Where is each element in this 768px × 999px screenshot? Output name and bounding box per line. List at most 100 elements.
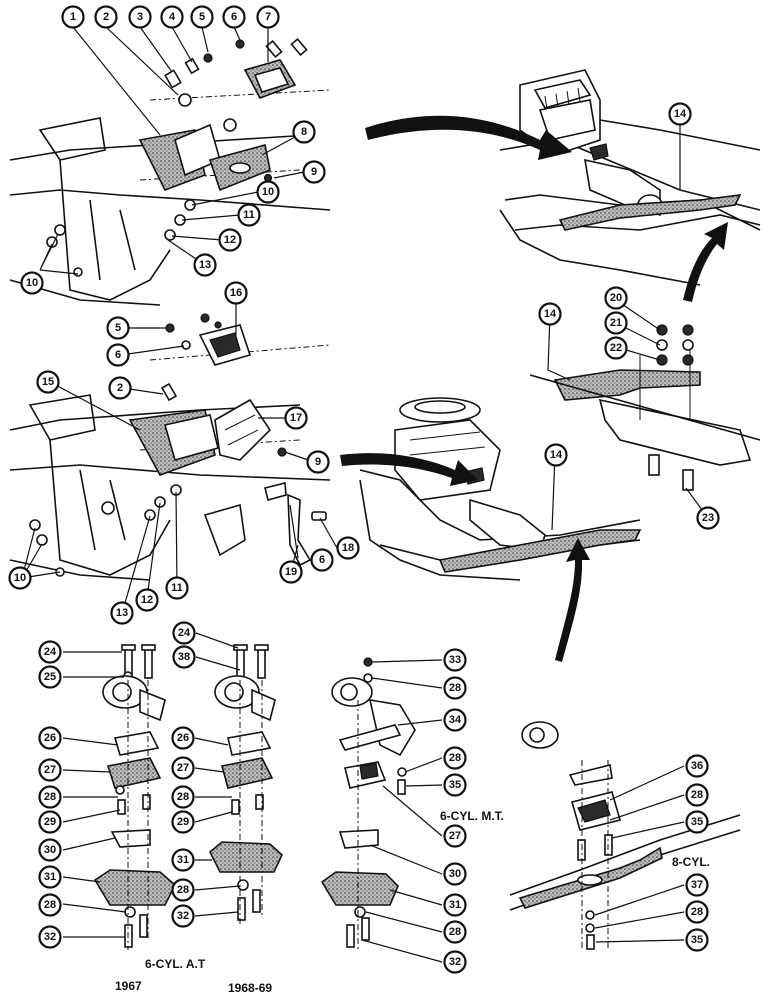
- svg-text:21: 21: [610, 317, 622, 329]
- callout-35-c: 35: [443, 773, 467, 797]
- svg-text:2: 2: [117, 382, 123, 394]
- callout-32-b: 32: [171, 904, 195, 928]
- callout-20: 20: [604, 286, 628, 310]
- svg-text:6: 6: [319, 554, 325, 566]
- svg-text:14: 14: [550, 449, 563, 461]
- svg-text:31: 31: [449, 899, 461, 911]
- callout-9: 9: [302, 160, 326, 184]
- callout-32-a: 32: [38, 925, 62, 949]
- callout-21: 21: [604, 311, 628, 335]
- callout-5: 5: [190, 5, 214, 29]
- callout-10: 10: [256, 180, 280, 204]
- svg-text:28: 28: [177, 791, 189, 803]
- label-1967: 1967: [115, 979, 142, 993]
- svg-text:28: 28: [449, 752, 461, 764]
- svg-text:12: 12: [141, 594, 153, 606]
- label-6-cyl-at: 6-CYL. A.T: [145, 957, 206, 971]
- callout-17: 17: [284, 406, 308, 430]
- svg-text:8: 8: [301, 126, 307, 138]
- callout-26-b: 26: [171, 726, 195, 750]
- callout-10-mid: 10: [8, 566, 32, 590]
- callout-35-d2: 35: [685, 928, 709, 952]
- callout-26-a: 26: [38, 726, 62, 750]
- callout-31-a: 31: [38, 865, 62, 889]
- callout-18: 18: [336, 536, 360, 560]
- callout-15: 15: [36, 370, 60, 394]
- svg-text:4: 4: [169, 11, 176, 23]
- callout-13-mid: 13: [110, 601, 134, 625]
- top-left-frame-assembly: [9, 37, 331, 306]
- callout-28-a2: 28: [38, 893, 62, 917]
- label-1968-69: 1968-69: [228, 981, 272, 995]
- callout-11: 11: [237, 203, 261, 227]
- svg-text:35: 35: [691, 934, 703, 946]
- callout-24-a: 24: [38, 640, 62, 664]
- svg-text:25: 25: [44, 671, 56, 683]
- svg-text:28: 28: [177, 884, 189, 896]
- svg-text:6: 6: [115, 349, 121, 361]
- callout-6-lower: 6: [310, 548, 334, 572]
- svg-text:35: 35: [691, 816, 703, 828]
- callout-8: 8: [292, 120, 316, 144]
- callout-19: 19: [279, 560, 303, 584]
- callout-25-a: 25: [38, 665, 62, 689]
- svg-text:26: 26: [177, 732, 189, 744]
- callout-9-mid: 9: [306, 450, 330, 474]
- svg-text:11: 11: [243, 209, 255, 221]
- callout-6-mid: 6: [106, 343, 130, 367]
- svg-text:23: 23: [702, 512, 714, 524]
- svg-text:30: 30: [44, 844, 56, 856]
- stack-1968-69-6cyl-at: [209, 644, 283, 925]
- svg-text:33: 33: [449, 654, 461, 666]
- callout-14-detail: 14: [538, 302, 562, 326]
- direction-arrows: [340, 115, 728, 662]
- svg-text:27: 27: [177, 762, 189, 774]
- callout-27-a: 27: [38, 758, 62, 782]
- svg-text:14: 14: [544, 308, 557, 320]
- callout-38-b: 38: [172, 645, 196, 669]
- svg-text:31: 31: [44, 871, 56, 883]
- callout-28-b: 28: [171, 785, 195, 809]
- label-8-cyl: 8-CYL.: [672, 855, 710, 869]
- svg-text:19: 19: [285, 566, 297, 578]
- svg-text:10: 10: [26, 277, 38, 289]
- top-right-engine-view: [499, 69, 761, 286]
- callout-22: 22: [604, 336, 628, 360]
- svg-text:18: 18: [342, 542, 354, 554]
- svg-text:27: 27: [44, 764, 56, 776]
- callout-30-a: 30: [38, 838, 62, 862]
- callout-14-top: 14: [668, 102, 692, 126]
- svg-text:22: 22: [610, 342, 622, 354]
- stack-1967-6cyl-at: [93, 644, 176, 950]
- svg-text:12: 12: [224, 234, 236, 246]
- callout-28-a: 28: [38, 785, 62, 809]
- svg-text:6: 6: [231, 11, 237, 23]
- svg-text:38: 38: [178, 651, 190, 663]
- svg-text:35: 35: [449, 779, 461, 791]
- svg-text:13: 13: [199, 259, 211, 271]
- mid-left-frame-assembly: [9, 313, 331, 581]
- svg-text:24: 24: [44, 646, 57, 658]
- callout-27-b: 27: [171, 756, 195, 780]
- callout-28-c: 28: [443, 676, 467, 700]
- svg-text:28: 28: [691, 789, 703, 801]
- callout-7: 7: [256, 5, 280, 29]
- svg-text:26: 26: [44, 732, 56, 744]
- svg-text:31: 31: [177, 854, 189, 866]
- callout-28-d: 28: [685, 783, 709, 807]
- svg-text:9: 9: [311, 166, 317, 178]
- svg-text:7: 7: [265, 11, 271, 23]
- svg-text:29: 29: [44, 816, 56, 828]
- svg-text:28: 28: [44, 791, 56, 803]
- callout-13: 13: [193, 253, 217, 277]
- svg-text:11: 11: [171, 582, 183, 594]
- svg-text:13: 13: [116, 607, 128, 619]
- callout-12-mid: 12: [135, 588, 159, 612]
- callout-28-c3: 28: [443, 920, 467, 944]
- svg-text:5: 5: [115, 322, 121, 334]
- svg-text:28: 28: [449, 926, 461, 938]
- callout-31-b: 31: [171, 848, 195, 872]
- callout-12: 12: [218, 228, 242, 252]
- svg-text:3: 3: [137, 11, 143, 23]
